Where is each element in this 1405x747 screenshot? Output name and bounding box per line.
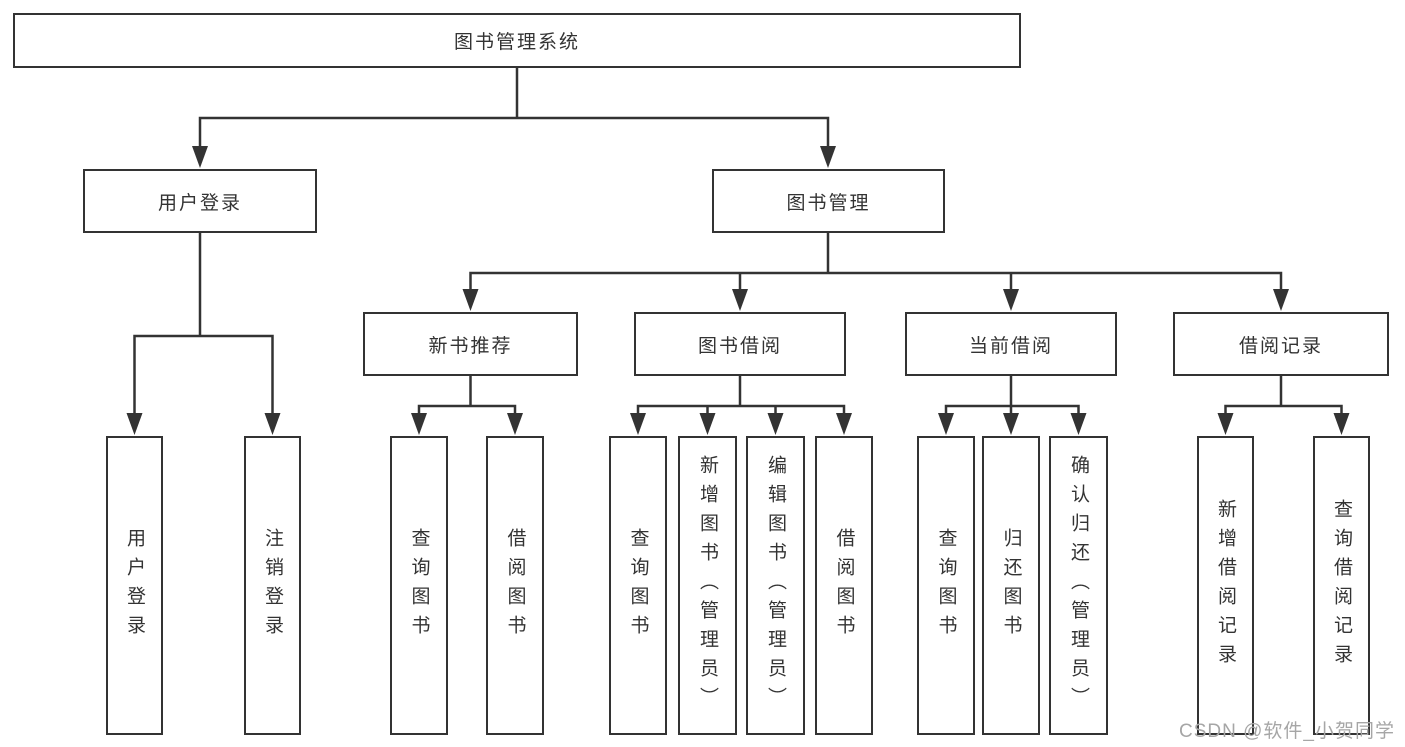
node-label: 编辑图书（管理员） bbox=[765, 455, 786, 716]
node-label: 查询图书 bbox=[935, 527, 957, 644]
node-new-book-recommend: 新书推荐 bbox=[363, 312, 578, 376]
leaf-newbook-borrow-books: 借阅图书 bbox=[486, 436, 544, 735]
node-label: 当前借阅 bbox=[968, 335, 1053, 357]
node-label: 借阅记录 bbox=[1238, 335, 1323, 357]
leaf-borrow-query-books: 查询图书 bbox=[609, 436, 667, 735]
node-label: 归还图书 bbox=[1000, 527, 1022, 644]
node-book-borrow: 图书借阅 bbox=[634, 312, 846, 376]
leaf-borrow-borrow-books: 借阅图书 bbox=[815, 436, 873, 735]
node-label: 新增图书（管理员） bbox=[697, 455, 718, 716]
arrowheads bbox=[126, 146, 1350, 435]
node-label: 查询图书 bbox=[408, 527, 430, 644]
leaf-current-return-books: 归还图书 bbox=[982, 436, 1040, 735]
leaf-records-query-record: 查询借阅记录 bbox=[1313, 436, 1370, 735]
node-borrow-records: 借阅记录 bbox=[1173, 312, 1389, 376]
node-library-management-system: 图书管理系统 bbox=[13, 13, 1021, 68]
node-label: 借阅图书 bbox=[833, 527, 855, 644]
node-label: 借阅图书 bbox=[504, 527, 526, 644]
node-label: 查询图书 bbox=[627, 527, 649, 644]
leaf-user-login: 用户登录 bbox=[106, 436, 163, 735]
csdn-watermark: CSDN @软件_小贺同学 bbox=[1179, 721, 1395, 742]
leaf-borrow-add-books-admin: 新增图书（管理员） bbox=[678, 436, 737, 735]
node-book-management: 图书管理 bbox=[712, 169, 945, 233]
node-label: 查询借阅记录 bbox=[1331, 498, 1352, 673]
node-label: 用户登录 bbox=[124, 527, 145, 644]
node-label: 图书借阅 bbox=[697, 335, 782, 357]
leaf-current-query-books: 查询图书 bbox=[917, 436, 975, 735]
leaf-borrow-edit-books-admin: 编辑图书（管理员） bbox=[746, 436, 805, 735]
node-label: 图书管理 bbox=[786, 192, 871, 214]
node-label: 图书管理系统 bbox=[453, 32, 580, 53]
node-label: 新书推荐 bbox=[428, 335, 513, 357]
leaf-current-confirm-return-admin: 确认归还（管理员） bbox=[1049, 436, 1108, 735]
node-label: 注销登录 bbox=[262, 527, 283, 644]
node-current-borrow: 当前借阅 bbox=[905, 312, 1117, 376]
node-label: 用户登录 bbox=[157, 192, 242, 214]
node-label: 确认归还（管理员） bbox=[1068, 455, 1089, 716]
leaf-records-add-record: 新增借阅记录 bbox=[1197, 436, 1254, 735]
node-label: 新增借阅记录 bbox=[1215, 498, 1236, 673]
node-user-login: 用户登录 bbox=[83, 169, 317, 233]
leaf-logout: 注销登录 bbox=[244, 436, 301, 735]
leaf-newbook-query-books: 查询图书 bbox=[390, 436, 448, 735]
